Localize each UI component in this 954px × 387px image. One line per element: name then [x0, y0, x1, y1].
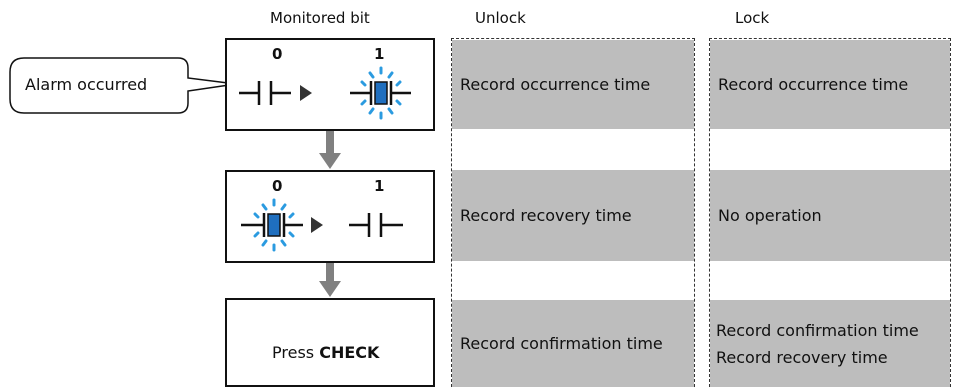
lock-row1-text: Record occurrence time	[718, 75, 909, 94]
unlock-cell-row2: Record recovery time	[452, 170, 694, 261]
unlock-row2-text: Record recovery time	[460, 206, 632, 225]
unlock-row1-text: Record occurrence time	[460, 75, 651, 94]
lock-cell-row1: Record occurrence time	[710, 40, 950, 129]
row1-contacts	[239, 66, 411, 120]
open-contact-icon	[349, 213, 403, 237]
callout-text: Alarm occurred	[25, 75, 148, 94]
down-arrow-icon	[319, 131, 341, 169]
press-check-text: Press CHECK	[272, 343, 379, 362]
row2-bit-right-label: 1	[374, 177, 385, 195]
lock-cell-row2: No operation	[710, 170, 950, 261]
unlock-cell-row1: Record occurrence time	[452, 40, 694, 129]
press-prefix: Press	[272, 343, 320, 362]
lock-row2-text: No operation	[718, 206, 822, 225]
lock-row3-text-2: Record recovery time	[716, 347, 888, 367]
check-key-label: CHECK	[319, 343, 380, 362]
unlock-cell-row3: Record confirmation time	[452, 300, 694, 387]
header-monitored-bit: Monitored bit	[270, 9, 370, 27]
down-arrow-icon	[319, 263, 341, 297]
closed-lit-contact-icon	[350, 66, 411, 120]
closed-lit-contact-icon	[241, 198, 303, 252]
row2-contacts	[241, 198, 403, 252]
open-contact-icon	[239, 81, 291, 105]
lock-cell-row3: Record confirmation time Record recovery…	[710, 300, 950, 387]
header-unlock: Unlock	[475, 9, 526, 27]
lock-row3-text-1: Record confirmation time	[716, 320, 919, 340]
bit-box-row2	[225, 170, 435, 263]
row1-bit-right-label: 1	[374, 45, 385, 63]
header-lock: Lock	[735, 9, 770, 27]
press-box	[225, 298, 435, 387]
row1-bit-left-label: 0	[272, 45, 283, 63]
callout-bubble	[9, 57, 237, 114]
transition-arrow-icon	[311, 217, 323, 233]
unlock-row3-text: Record confirmation time	[460, 334, 663, 353]
transition-arrow-icon	[300, 85, 312, 101]
row2-bit-left-label: 0	[272, 177, 283, 195]
